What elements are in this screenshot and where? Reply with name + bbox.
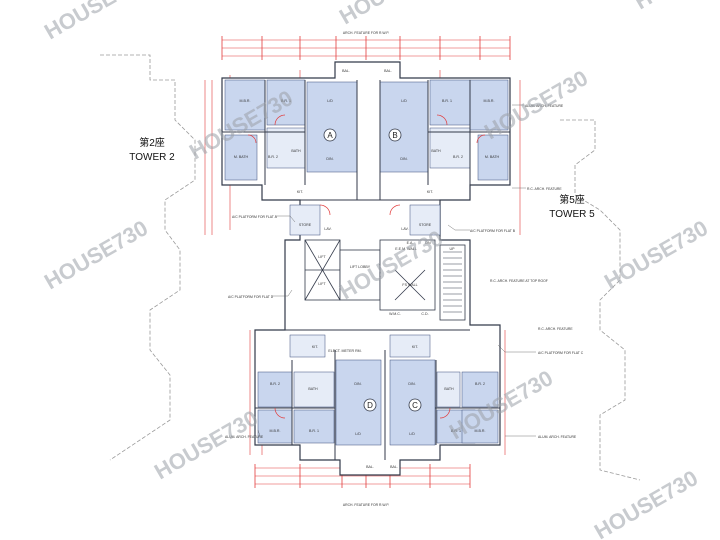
room-label: E.A. <box>407 241 414 245</box>
watermark: HOUSE730 <box>590 465 702 540</box>
flat-b-label: B <box>392 131 397 140</box>
room-label: DN <box>425 241 431 245</box>
room-label: BATH <box>308 387 318 391</box>
room-label: KIT. <box>412 345 418 349</box>
room-label: M.B.R. <box>484 99 495 103</box>
room-label: UP <box>450 247 456 251</box>
stair-treads <box>443 251 462 313</box>
room-label: DIN. <box>326 157 333 161</box>
room-label: DIN. <box>400 157 407 161</box>
watermark: HOUSE730 <box>335 0 447 29</box>
annotation-notes: ARCH. FEATURE FOR R.W.P. ARCH. FEATURE F… <box>225 31 584 507</box>
watermark: HOUSE730 <box>40 0 152 44</box>
tower2-en-label: TOWER 2 <box>129 152 175 163</box>
note-ac-flat-b: A/C PLATFORM FOR FLAT B <box>470 229 516 233</box>
room-label: B.R. 2 <box>453 155 463 159</box>
note-ac-flat-c: A/C PLATFORM FOR FLAT C <box>538 351 584 355</box>
tower5-en-label: TOWER 5 <box>549 209 595 220</box>
note-alum-feature-bottom: ALUM. ARCH. FEATURE <box>538 435 577 439</box>
watermark: HOUSE730 <box>150 405 262 484</box>
note-alum-feature-left: ALUM. ARCH. FEATURE <box>225 435 264 439</box>
flat-d-label: D <box>367 401 373 410</box>
door-swings <box>247 114 486 419</box>
room-label: M.B.R. <box>240 99 251 103</box>
internal-walls <box>222 80 510 460</box>
room-label: BAL. <box>384 69 392 73</box>
room-label: LAV. <box>401 227 408 231</box>
flat-markers <box>323 128 422 412</box>
room-label: KIT. <box>297 190 303 194</box>
room-label: B.R. 2 <box>475 382 485 386</box>
room-label: BAL. <box>390 465 398 469</box>
room-label: LAV. <box>324 227 331 231</box>
room-label: LIFT <box>318 282 326 286</box>
room-light-shading <box>266 127 471 408</box>
room-label: DIN. <box>408 382 415 386</box>
room-label: BATH <box>291 149 301 153</box>
watermark: HOUSE730 <box>600 215 712 294</box>
room-label: B.R. 1 <box>309 429 319 433</box>
note-ac-flat-a: A/C PLATFORM FOR FLAT A <box>232 215 278 219</box>
room-label: BAL. <box>342 69 350 73</box>
note-rc-feature-top-roof: R.C. ARCH. FEATURE AT TOP ROOF <box>490 279 548 283</box>
room-label: BATH <box>431 149 441 153</box>
leader-lines <box>257 104 536 437</box>
flat-c-label: C <box>412 401 418 410</box>
room-label: B.R. 2 <box>270 382 280 386</box>
watermark: HOUSE730 <box>630 0 720 14</box>
room-label: W.M.C. <box>389 312 401 316</box>
room-label: DIN. <box>354 382 361 386</box>
room-label: KIT. <box>312 345 318 349</box>
room-label: M.B.R. <box>475 429 486 433</box>
room-label: LIFT LOBBY <box>350 265 371 269</box>
tower2-zh-label: 第2座 <box>139 136 165 149</box>
room-label: L/D <box>401 99 407 103</box>
room-label: LIFT <box>318 255 326 259</box>
room-label: B.R. 2 <box>268 155 278 159</box>
room-label: M. BATH <box>485 155 500 159</box>
room-label: C.D. <box>421 312 428 316</box>
note-bottom-feature: ARCH. FEATURE FOR R.W.P. <box>343 503 389 507</box>
room-label: ELECT. METER RM. <box>328 349 361 353</box>
tower5-zh-label: 第5座 <box>559 193 585 206</box>
room-label: B.R. 1 <box>451 429 461 433</box>
room-label: M.B.R. <box>270 429 281 433</box>
room-label: E.E.M. WALL <box>395 247 416 251</box>
room-label: STORE <box>299 223 312 227</box>
room-label: KIT. <box>427 190 433 194</box>
room-label: STORE <box>419 223 432 227</box>
room-labels: M.B.R. B.R. 1 L/D L/D B.R. 1 M.B.R. M. B… <box>234 69 500 469</box>
watermark: HOUSE730 <box>40 215 152 294</box>
note-rc-feature-c: R.C. ARCH. FEATURE <box>538 327 573 331</box>
note-top-feature: ARCH. FEATURE FOR R.W.P. <box>343 31 389 35</box>
room-label: BATH <box>444 387 454 391</box>
room-label: B.R. 1 <box>442 99 452 103</box>
room-label: M. BATH <box>234 155 249 159</box>
site-boundary <box>100 54 641 481</box>
room-label: L/D <box>409 432 415 436</box>
room-label: L/D <box>327 99 333 103</box>
building-core <box>304 239 466 321</box>
note-ac-flat-d: A/C PLATFORM FOR FLAT D <box>228 295 274 299</box>
room-label: L/D <box>355 432 361 436</box>
note-rc-feature-right: R.C. ARCH. FEATURE <box>527 187 562 191</box>
room-label: B.R. 1 <box>281 99 291 103</box>
note-alum-feature-right: ALUM. ARCH. FEATURE <box>525 104 564 108</box>
room-shading <box>224 79 509 446</box>
room-label: BAL. <box>366 465 374 469</box>
room-label: FS WALL <box>402 283 417 287</box>
flat-a-label: A <box>327 131 333 140</box>
